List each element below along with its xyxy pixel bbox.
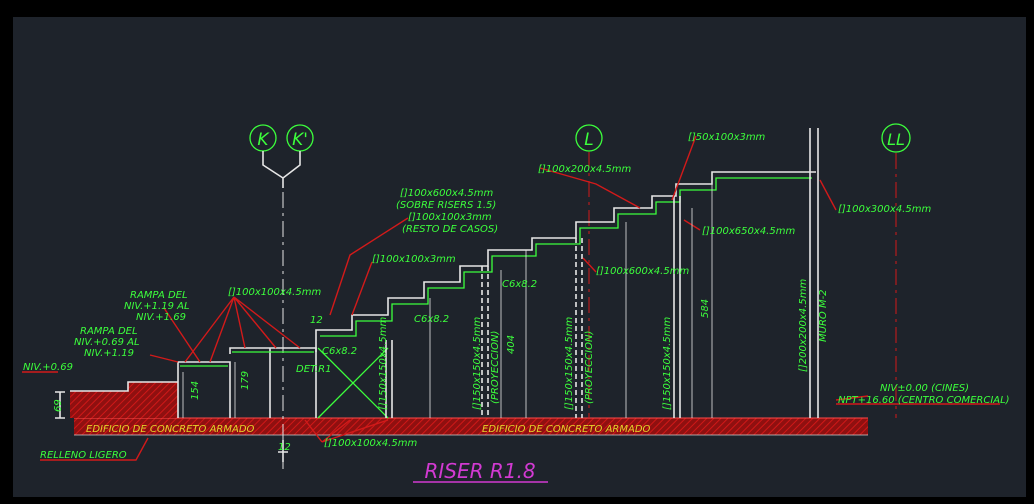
label-c6x82-b: C6x8.2 [414, 314, 449, 325]
label-proyeccion-a: (PROYECCION) [490, 331, 501, 404]
column-3 [575, 238, 583, 418]
leader-rampas [149, 307, 201, 363]
leader-lines [22, 135, 1000, 461]
column-4 [673, 196, 681, 418]
leader-ptr-bottom [304, 419, 389, 443]
dim-lines-high [500, 208, 693, 418]
label-relleno: RELLENO LIGERO [40, 450, 127, 461]
axis-l: L [575, 124, 603, 152]
label-det-r1: DET.R1 [296, 364, 331, 375]
label-sobre-c: []100x100x3mm [408, 212, 492, 223]
axis-l-label: L [584, 130, 593, 150]
label-niv-cines: NIV±0.00 (CINES) [880, 383, 969, 394]
label-ptr-100x100x45-top: []100x100x4.5mm [228, 287, 321, 298]
label-edificio-b: EDIFICIO DE CONCRETO ARMADO [482, 424, 651, 435]
label-ptr-150x150-a: []150x150x4.5mm [378, 317, 389, 410]
axis-k-label: K [257, 130, 270, 150]
leader-50x100 [671, 135, 697, 201]
leader-sobre-risers [329, 217, 409, 316]
dim-lines-low [182, 362, 236, 418]
relleno-block [70, 382, 178, 418]
label-dim-69: 69 [53, 399, 64, 412]
axis-kp: K' [286, 124, 314, 152]
axis-k-merge-line [262, 151, 301, 188]
label-muro: MURO M-2 [818, 289, 829, 342]
label-ptr-150x150-d: []150x150x4.5mm [662, 317, 673, 410]
label-dim-12-bottom: 12 [278, 442, 291, 453]
label-ptr-150x150-c: []150x150x4.5mm [564, 317, 575, 410]
label-proyeccion-b: (PROYECCION) [584, 331, 595, 404]
label-ptr-150x150-b: []150x150x4.5mm [472, 317, 483, 410]
axis-ll-bubble [881, 123, 911, 153]
leader-relleno [40, 437, 149, 461]
label-niv-069: NIV.+0.69 [23, 362, 73, 373]
label-sobre-d: (RESTO DE CASOS) [402, 224, 498, 235]
label-ptr-200x200: []200x200x4.5mm [798, 279, 809, 372]
dim-69-line [55, 391, 65, 419]
low-platform-edge [180, 351, 314, 367]
stair-profile-outer [315, 171, 816, 352]
label-npt-comercial: NPT+16.60 (CENTRO COMERCIAL) [838, 395, 1010, 406]
det-r1-bracing [317, 347, 389, 419]
drawing-title: RISER R1.8 [424, 459, 535, 483]
label-rampa1-c: NIV.+1.19 [84, 348, 134, 359]
axis-ll: LL [881, 123, 911, 153]
low-platform-frame [177, 347, 317, 418]
label-ptr-100x100x3: []100x100x3mm [372, 254, 456, 265]
label-c6x82-a: C6x8.2 [322, 346, 357, 357]
label-ptr-100x600: []100x600x4.5mm [596, 266, 689, 277]
label-ptr-100x200: []100x200x4.5mm [538, 164, 631, 175]
leader-ptr-top [184, 296, 301, 363]
label-rampa2-b: NIV.+1.19 AL [124, 301, 190, 312]
label-dim-12-top: 12 [310, 315, 323, 326]
drawing-viewport [13, 17, 1026, 497]
label-ptr-100x100x45-bottom: []100x100x4.5mm [324, 438, 417, 449]
label-ptr-100x650: []100x650x4.5mm [702, 226, 795, 237]
column-1 [385, 340, 393, 418]
label-edificio-a: EDIFICIO DE CONCRETO ARMADO [86, 424, 255, 435]
leader-100x100x3 [351, 261, 373, 316]
label-dim-154: 154 [190, 381, 201, 400]
label-rampa2-a: RAMPA DEL [130, 290, 188, 301]
concrete-slab [74, 418, 868, 435]
axis-ll-label: LL [887, 130, 905, 149]
low-platforms [177, 347, 389, 419]
axis-k: K [249, 124, 277, 152]
label-dim-179: 179 [240, 371, 251, 390]
label-rampa1-a: RAMPA DEL [80, 326, 138, 337]
axis-l-bubble [575, 124, 603, 152]
dim-12-bottom-mark [278, 440, 288, 462]
column-5-muro [809, 128, 819, 418]
leader-npt [835, 395, 1000, 405]
label-rampa1-b: NIV.+0.69 AL [74, 337, 140, 348]
label-sobre-a: []100x600x4.5mm [400, 188, 493, 199]
axis-kp-label: K' [292, 130, 308, 150]
leader-100x600 [582, 257, 597, 273]
label-sobre-b: (SOBRE RISERS 1.5) [396, 200, 496, 211]
column-2 [481, 266, 489, 418]
label-ptr-50x100: []50x100x3mm [688, 132, 766, 143]
columns [385, 128, 819, 418]
label-dim-584: 584 [700, 299, 711, 318]
annotations: NIV.+0.69 RAMPA DEL NIV.+0.69 AL NIV.+1.… [23, 132, 1010, 461]
label-dim-404: 404 [506, 335, 517, 354]
leader-100x200 [539, 167, 641, 209]
label-rampa2-c: NIV.+1.69 [136, 312, 186, 323]
label-ptr-100x300: []100x300x4.5mm [838, 204, 931, 215]
column-intermediate [429, 222, 627, 418]
ramp-outline [70, 381, 178, 392]
leader-100x300 [819, 179, 837, 211]
label-c6x82-c: C6x8.2 [502, 279, 537, 290]
